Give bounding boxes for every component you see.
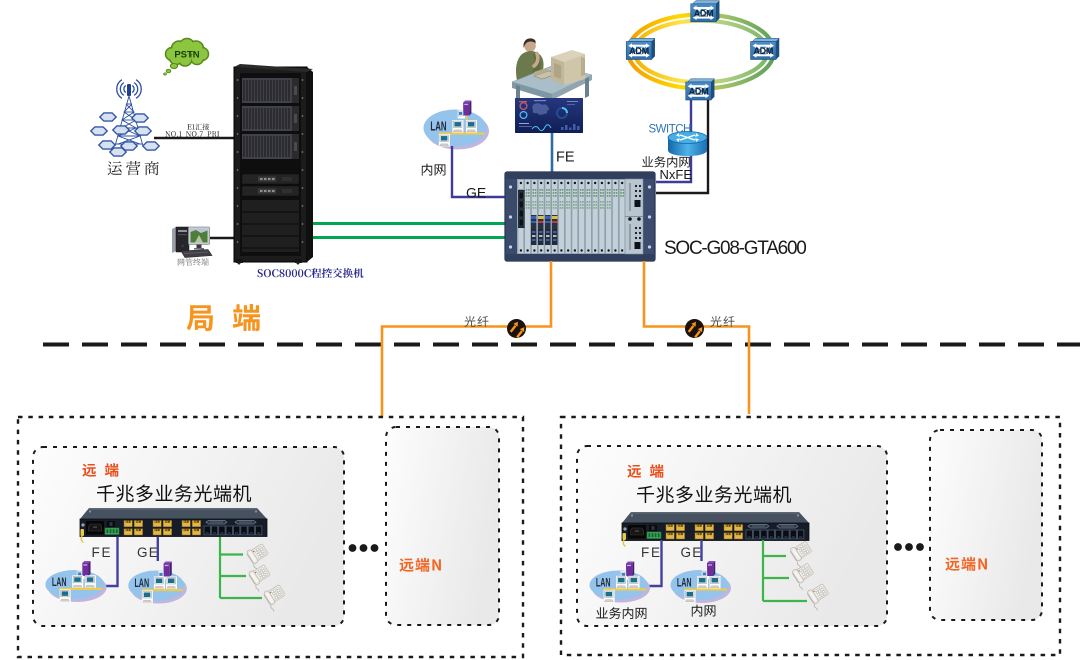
svg-text:GE: GE (681, 545, 703, 560)
svg-text:ADM: ADM (753, 46, 773, 56)
svg-text:FE: FE (92, 545, 113, 560)
svg-text:ADM: ADM (689, 87, 709, 97)
svg-text:NxFE: NxFE (660, 167, 693, 182)
svg-text:ADM: ADM (694, 8, 714, 18)
svg-text:FE: FE (556, 150, 575, 166)
svg-text:LAN: LAN (134, 577, 149, 590)
svg-text:GE: GE (137, 545, 159, 560)
svg-text:GE: GE (466, 185, 486, 201)
svg-text:ADM: ADM (629, 46, 649, 56)
svg-text:SWITCH: SWITCH (649, 124, 692, 136)
svg-text:PSTN: PSTN (174, 50, 199, 61)
svg-text:LAN: LAN (52, 576, 67, 589)
svg-text:LAN: LAN (430, 120, 446, 135)
svg-text:FE: FE (641, 545, 662, 560)
svg-text:LAN: LAN (596, 577, 611, 590)
svg-text:LAN: LAN (677, 577, 692, 590)
svg-text:SOC-G08-GTA600: SOC-G08-GTA600 (664, 238, 806, 259)
